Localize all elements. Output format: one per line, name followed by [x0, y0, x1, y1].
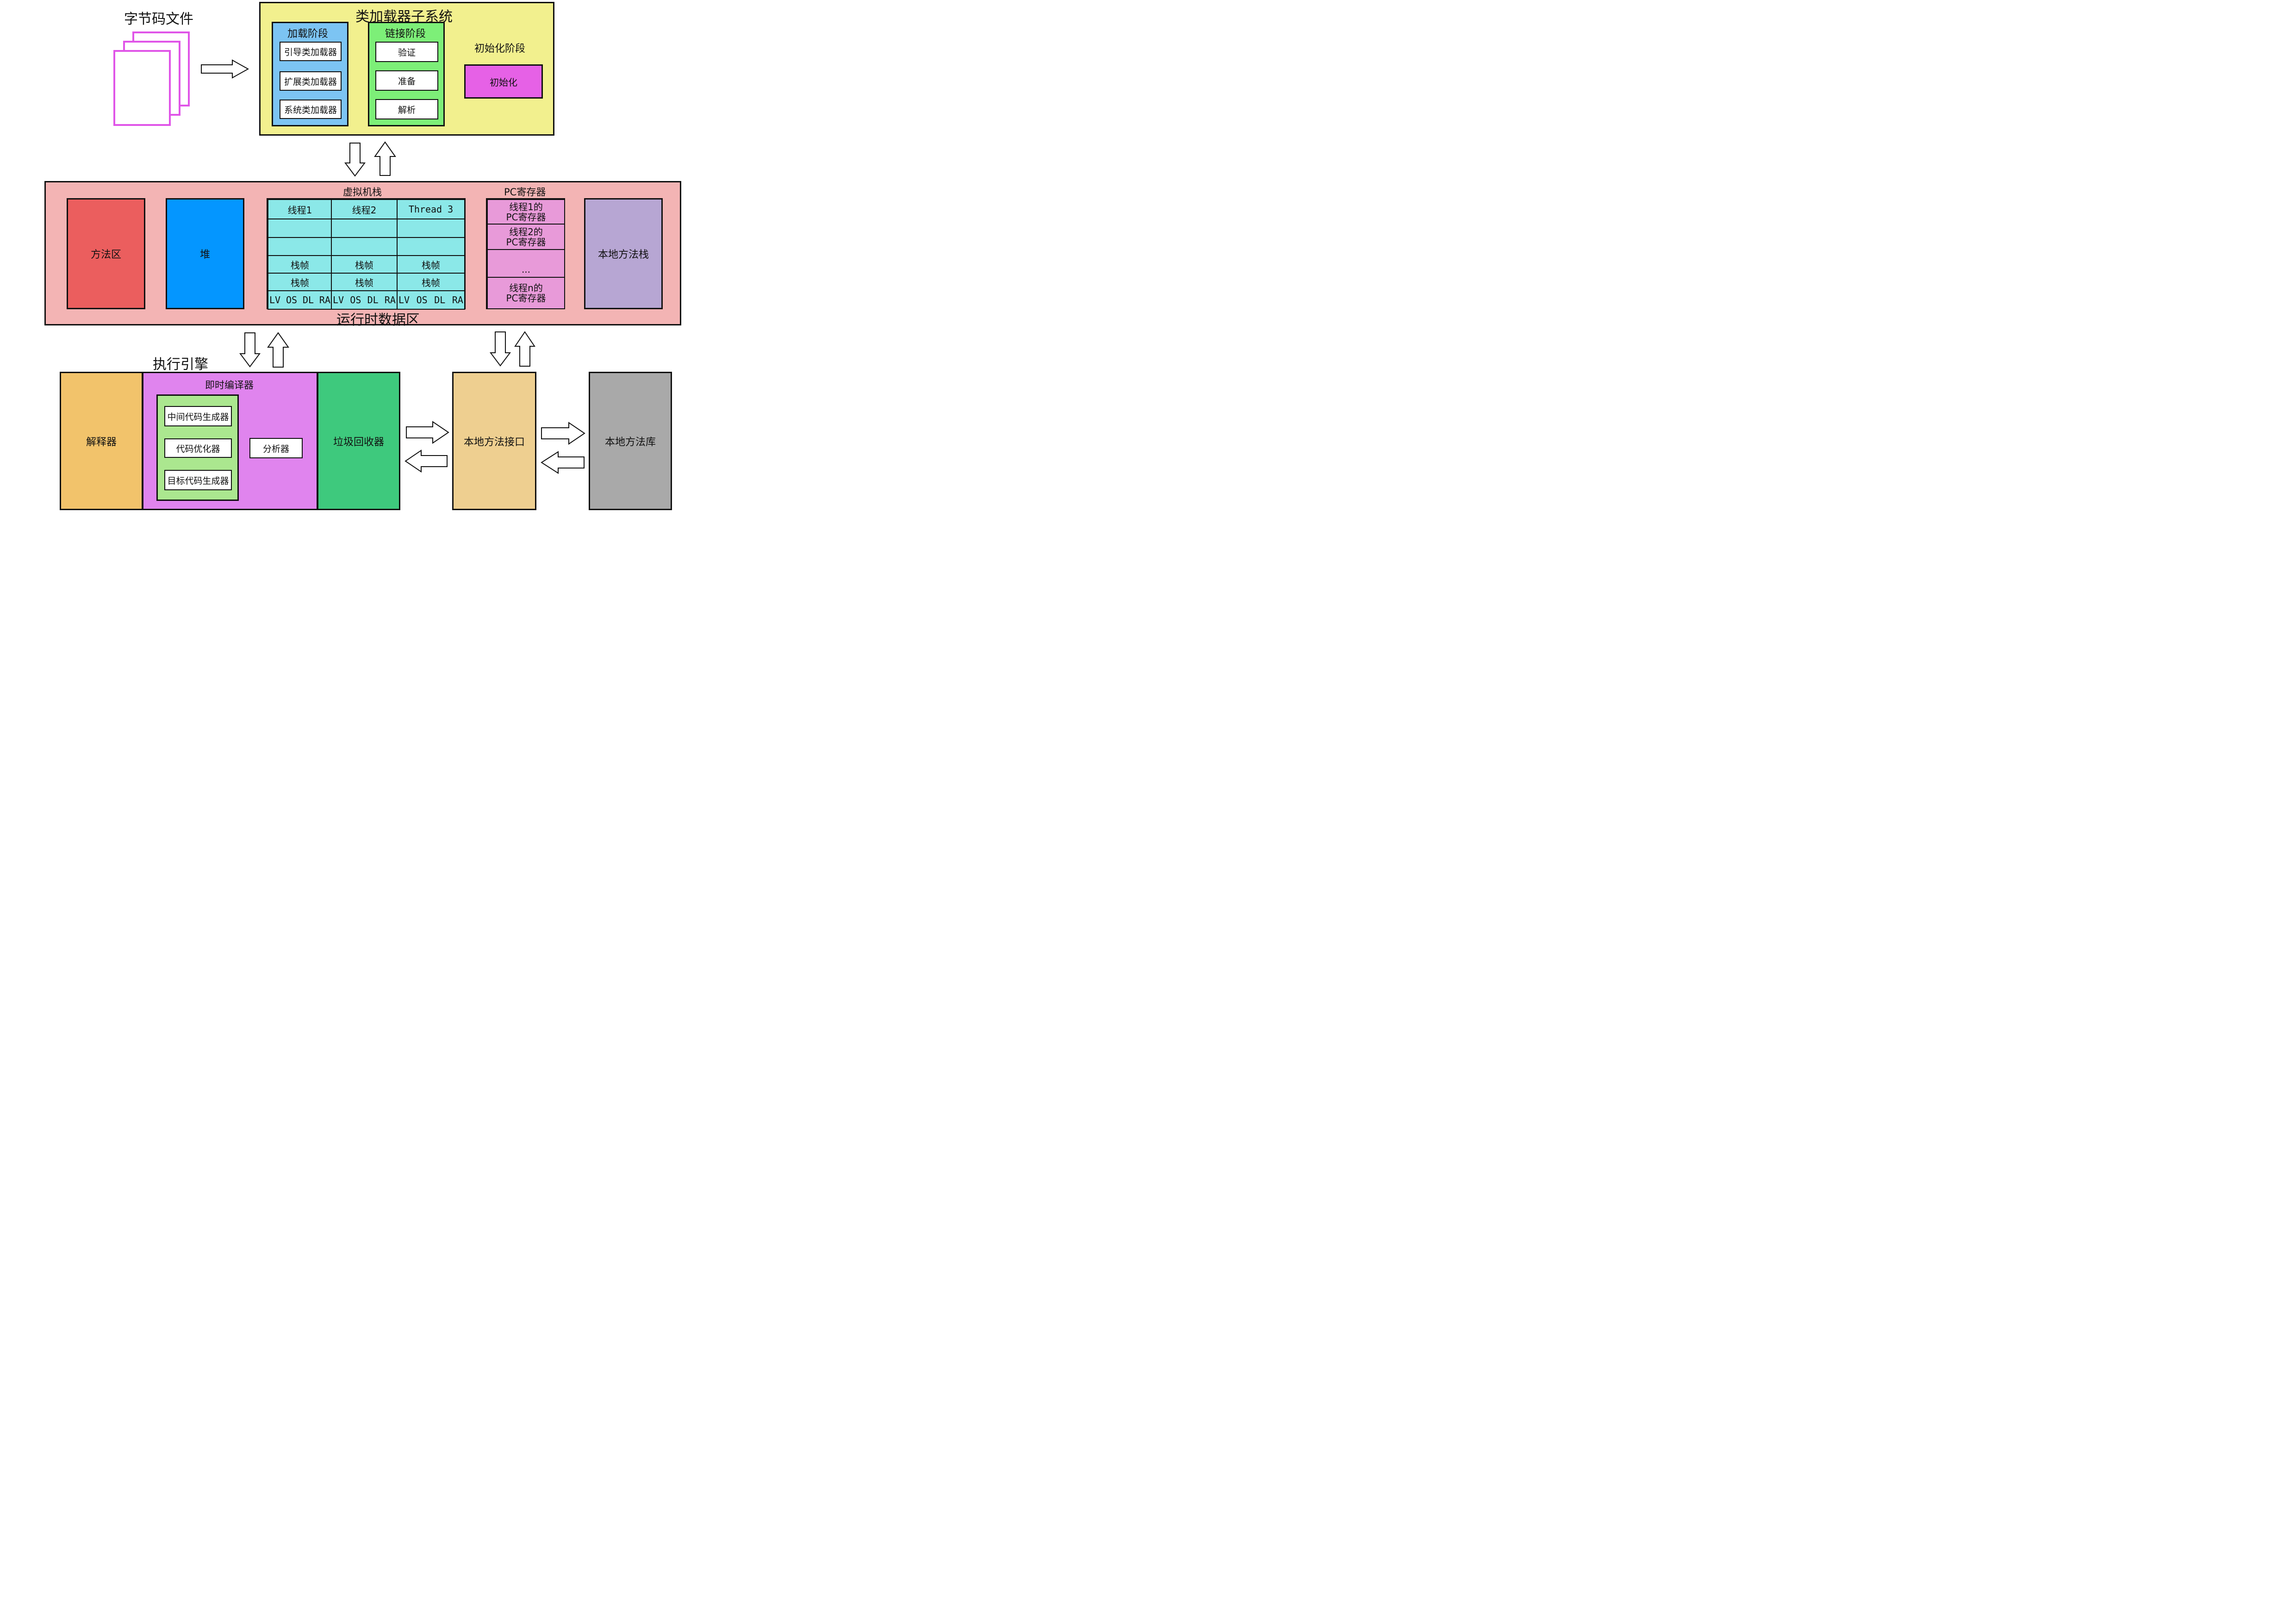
- arrow-down-icon: [490, 331, 511, 367]
- system-classloader: 系统类加载器: [280, 100, 342, 119]
- stack-frame: 栈帧: [397, 255, 465, 274]
- linking-phase-title: 链接阶段: [385, 28, 426, 40]
- verify-step: 验证: [375, 42, 438, 62]
- pc-thread2: 线程2的 PC寄存器: [487, 224, 565, 250]
- heap: 堆: [166, 198, 244, 309]
- class-loader-subsystem: 类加载器子系统 加载阶段 引导类加载器 扩展类加载器 系统类加载器 链接阶段 验…: [259, 2, 554, 136]
- stack-empty-slot: [268, 237, 332, 256]
- initialization-step: 初始化: [464, 64, 543, 99]
- frame-part: DL: [302, 294, 314, 306]
- stack-frame: 栈帧: [397, 273, 465, 291]
- target-codegen: 目标代码生成器: [164, 470, 232, 490]
- init-phase-title: 初始化阶段: [474, 43, 526, 55]
- prepare-step: 准备: [375, 70, 438, 91]
- frame-part: LV: [269, 294, 281, 306]
- frame-parts-row: LV OS DL RA: [397, 290, 465, 310]
- method-area: 方法区: [67, 198, 145, 309]
- jit-compiler: 即时编译器 中间代码生成器 代码优化器 目标代码生成器 分析器: [142, 372, 318, 510]
- frame-part: DL: [434, 294, 446, 306]
- loading-phase-title: 加载阶段: [287, 28, 329, 40]
- stack-frame: 栈帧: [268, 255, 332, 274]
- frame-part: LV: [333, 294, 344, 306]
- interpreter: 解释器: [60, 372, 143, 510]
- arrow-up-icon: [514, 331, 535, 367]
- arrow-down-icon: [344, 143, 366, 177]
- vm-stack-thread-header: 线程1: [268, 199, 332, 219]
- stack-empty-slot: [397, 219, 465, 238]
- jit-codegen-group: 中间代码生成器 代码优化器 目标代码生成器: [156, 394, 239, 501]
- frame-parts-row: LV OS DL RA: [331, 290, 398, 310]
- vm-stack-thread-header: Thread 3: [397, 199, 465, 219]
- native-method-interface: 本地方法接口: [452, 372, 536, 510]
- stack-frame: 栈帧: [331, 273, 398, 291]
- frame-part: LV: [398, 294, 410, 306]
- native-method-stack: 本地方法栈: [584, 198, 663, 309]
- resolve-step: 解析: [375, 99, 438, 119]
- frame-part: OS: [286, 294, 298, 306]
- frame-part: RA: [319, 294, 330, 306]
- stack-empty-slot: [397, 237, 465, 256]
- pc-thread1: 线程1的 PC寄存器: [487, 199, 565, 225]
- frame-part: OS: [350, 294, 361, 306]
- stack-empty-slot: [268, 219, 332, 238]
- intermediate-codegen: 中间代码生成器: [164, 406, 232, 426]
- code-optimizer: 代码优化器: [164, 438, 232, 458]
- bootstrap-classloader: 引导类加载器: [280, 42, 342, 61]
- native-method-library: 本地方法库: [589, 372, 672, 510]
- frame-part: RA: [384, 294, 396, 306]
- pc-title: PC寄存器: [504, 187, 546, 198]
- pc-registers: 线程1的 PC寄存器 线程2的 PC寄存器 ... 线程n的 PC寄存器: [486, 198, 565, 309]
- pc-ellipsis: ...: [487, 249, 565, 278]
- arrow-left-icon: [541, 451, 585, 474]
- runtime-title: 运行时数据区: [336, 312, 420, 328]
- frame-part: DL: [367, 294, 379, 306]
- bytecode-title: 字节码文件: [124, 11, 193, 27]
- frame-part: OS: [416, 294, 428, 306]
- arrow-down-icon: [239, 332, 261, 368]
- frame-parts-row: LV OS DL RA: [268, 290, 332, 310]
- arrow-right-icon: [201, 59, 249, 79]
- engine-title: 执行引擎: [153, 356, 208, 373]
- profiler: 分析器: [249, 438, 303, 458]
- frame-part: RA: [452, 294, 463, 306]
- arrow-right-icon: [541, 422, 585, 445]
- stack-frame: 栈帧: [331, 255, 398, 274]
- extension-classloader: 扩展类加载器: [280, 71, 342, 91]
- garbage-collector: 垃圾回收器: [317, 372, 400, 510]
- stack-frame: 栈帧: [268, 273, 332, 291]
- pc-thread-n: 线程n的 PC寄存器: [487, 277, 565, 309]
- stack-empty-slot: [331, 219, 398, 238]
- vm-stack-title: 虚拟机栈: [343, 187, 382, 198]
- arrow-left-icon: [404, 450, 448, 473]
- arrow-right-icon: [406, 421, 449, 444]
- linking-phase: 链接阶段 验证 准备 解析: [368, 22, 445, 126]
- arrow-up-icon: [267, 332, 289, 368]
- jit-title: 即时编译器: [205, 380, 254, 391]
- arrow-up-icon: [374, 141, 396, 176]
- loading-phase: 加载阶段 引导类加载器 扩展类加载器 系统类加载器: [272, 22, 348, 126]
- vm-stack-thread-header: 线程2: [331, 199, 398, 219]
- stack-empty-slot: [331, 237, 398, 256]
